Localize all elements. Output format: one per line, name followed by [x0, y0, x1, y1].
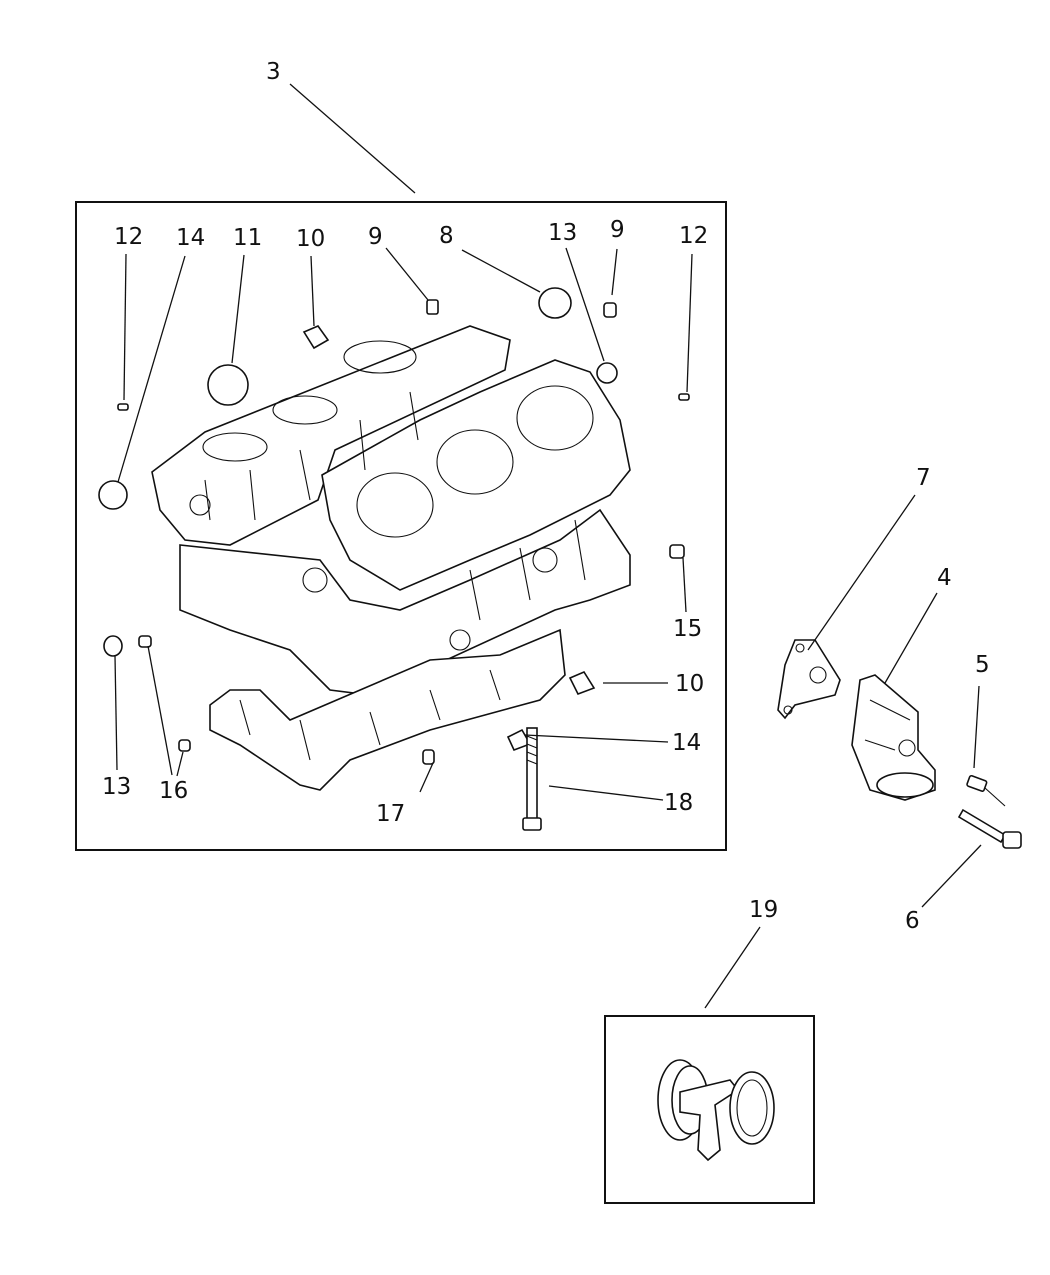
pin-12-left [117, 403, 129, 411]
callout-3: 3 [266, 59, 281, 85]
bolt-6 [957, 808, 1022, 849]
plug-13-bottom [103, 635, 123, 657]
callout-10-bottom: 10 [675, 671, 704, 697]
plug-14-left [98, 480, 128, 510]
dowel-9-top [426, 299, 439, 315]
gasket-7 [777, 639, 841, 720]
plug-10-top [302, 325, 330, 350]
oil-filler-group-frame [604, 1015, 815, 1204]
callout-11: 11 [233, 225, 262, 251]
dowel-16-b [178, 739, 191, 752]
oil-filter-adapter-4 [851, 674, 936, 801]
callout-14-left: 14 [176, 225, 205, 251]
plug-13-top [596, 362, 618, 384]
dowel-15 [669, 544, 685, 559]
callout-15: 15 [673, 616, 702, 642]
callout-17: 17 [376, 801, 405, 827]
callout-19: 19 [749, 897, 778, 923]
pin-12-right [678, 393, 690, 401]
callout-6: 6 [905, 908, 920, 934]
callout-8: 8 [439, 223, 454, 249]
oil-filler-cap-19 [657, 1059, 775, 1162]
callout-4: 4 [937, 565, 952, 591]
callout-14-bottom: 14 [672, 730, 701, 756]
bolt-5 [966, 774, 1006, 807]
callout-12-left: 12 [114, 224, 143, 250]
callout-18: 18 [664, 790, 693, 816]
expansion-plug-11 [207, 364, 249, 406]
callout-5: 5 [975, 652, 990, 678]
dowel-16-a [138, 635, 152, 648]
dowel-17 [422, 749, 435, 765]
cylinder-block [151, 325, 631, 791]
callout-9-right: 9 [610, 217, 625, 243]
callout-13-bottom: 13 [102, 774, 131, 800]
callout-9-left: 9 [368, 224, 383, 250]
bolt-18 [522, 727, 542, 831]
callout-13-top: 13 [548, 220, 577, 246]
callout-10-top: 10 [296, 226, 325, 252]
engine-block-group-frame [75, 201, 727, 851]
callout-16: 16 [159, 778, 188, 804]
callout-7: 7 [916, 465, 931, 491]
dowel-9-right [603, 302, 617, 318]
callout-12-right: 12 [679, 223, 708, 249]
leader-lines [114, 83, 982, 1009]
plug-10-bottom [568, 670, 596, 696]
expansion-plug-8 [538, 287, 572, 319]
